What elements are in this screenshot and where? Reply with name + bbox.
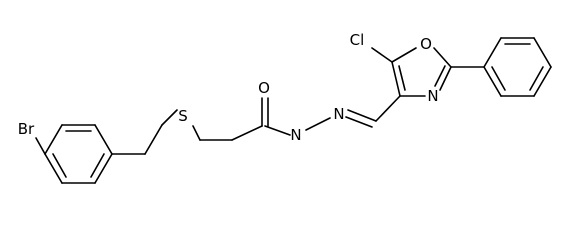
bond: [391, 61, 401, 97]
bond-n-ch: [347, 109, 377, 122]
bond: [533, 37, 552, 68]
double-bond-inner: [52, 153, 67, 178]
bond: [94, 124, 113, 155]
bond-ch-oxazole: [375, 95, 401, 122]
bond-c-n: [264, 125, 291, 136]
bond: [439, 66, 452, 91]
bond-c-br: [35, 137, 46, 155]
amide-nitrogen: N: [290, 126, 301, 144]
bond: [94, 153, 113, 184]
double-bond-inner: [529, 66, 544, 91]
bond: [483, 37, 502, 68]
structure-canvas: Br S O N N O N Cl: [18, 31, 552, 184]
carbonyl-oxygen: O: [258, 79, 270, 97]
bond-n-n: [305, 117, 331, 131]
bond-c-cl: [371, 47, 393, 63]
bond: [44, 153, 63, 184]
bond: [533, 66, 552, 97]
double-bond-inner: [491, 66, 506, 91]
sulfur-atom: S: [178, 107, 188, 125]
double-bond-inner: [90, 153, 105, 178]
bromophenyl-ring: [44, 124, 113, 184]
bond-n-ch-double: [345, 116, 373, 128]
bond-s-ch2: [192, 125, 201, 141]
oxazole-ring: [391, 47, 452, 97]
bond: [44, 124, 63, 155]
chlorine-atom: Cl: [350, 31, 365, 49]
double-bond-inner: [434, 65, 446, 87]
bond: [483, 66, 502, 97]
molecule-drawing: Br S O N N O N Cl: [18, 31, 552, 184]
bond-ch2-s: [144, 124, 163, 155]
bond-ch2-carbonyl: [231, 125, 263, 141]
bond-s: [161, 109, 178, 126]
imine-nitrogen: N: [333, 105, 344, 123]
phenyl-ring: [483, 37, 552, 97]
oxazole-nitrogen: N: [427, 87, 438, 105]
oxazole-oxygen: O: [420, 35, 432, 53]
double-bond-inner: [398, 65, 406, 91]
bond: [391, 47, 417, 63]
bond: [433, 47, 452, 68]
bromine-atom: Br: [18, 120, 35, 138]
